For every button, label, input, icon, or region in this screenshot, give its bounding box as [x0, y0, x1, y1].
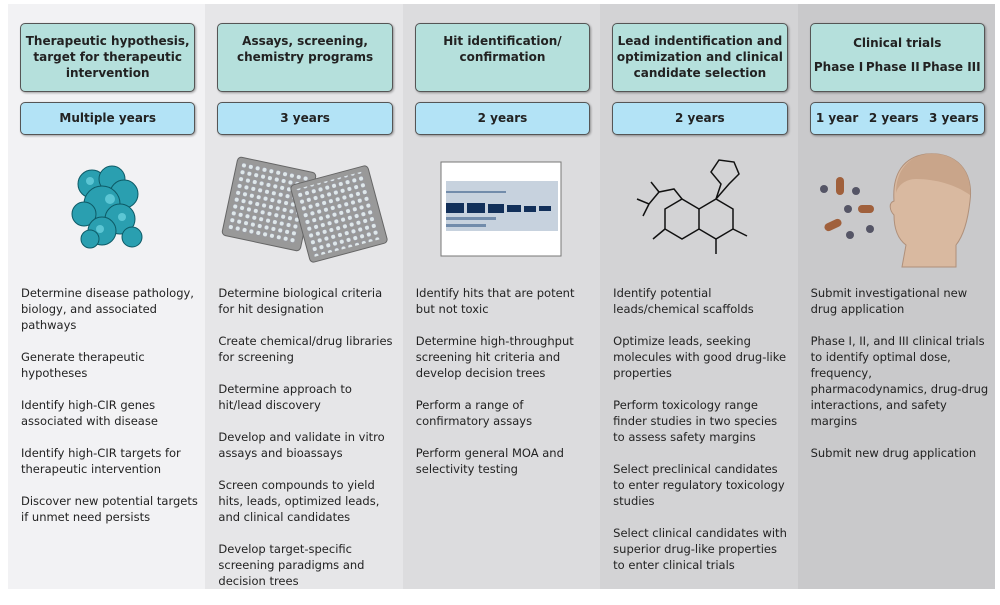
assay-plates-icon	[205, 149, 402, 269]
protein-structure-icon	[8, 149, 205, 269]
task-item: Screen compounds to yield hits, leads, o…	[218, 478, 380, 524]
task-item: Determine disease pathology, biology, an…	[21, 286, 194, 332]
drug-discovery-pipeline: Therapeutic hypothesis, target for thera…	[8, 4, 995, 589]
stage-title: Clinical trials Phase I Phase II Phase I…	[809, 23, 985, 92]
task-item: Perform general MOA and selectivity test…	[415, 446, 564, 476]
gel-electrophoresis-icon	[403, 149, 600, 269]
phase-duration: 1 year	[815, 111, 859, 125]
phase-label: Phase I	[813, 60, 864, 74]
stage-duration: 1 year 2 years 3 years	[809, 102, 985, 135]
stage-assays: Assays, screening, chemistry programs 3 …	[205, 4, 403, 589]
task-item: Discover new potential targets if unmet …	[21, 494, 198, 524]
phase-duration: 3 years	[929, 111, 979, 125]
stage-title: Hit identification/ confirmation	[414, 23, 591, 92]
stage-title: Lead indentification and optimization an…	[612, 23, 788, 92]
task-item: Submit new drug application	[810, 446, 977, 460]
task-item: Perform a range of confirmatory assays	[415, 398, 533, 428]
task-item: Phase I, II, and III clinical trials to …	[810, 334, 989, 428]
task-item: Develop target-specific screening paradi…	[218, 542, 365, 588]
task-item: Determine approach to hit/lead discovery	[218, 382, 352, 412]
task-item: Develop and validate in vitro assays and…	[218, 430, 385, 460]
stage-lead-optimization: Lead indentification and optimization an…	[600, 4, 798, 589]
task-item: Determine high-throughput screening hit …	[415, 334, 574, 380]
task-item: Create chemical/drug libraries for scree…	[218, 334, 393, 364]
phase-label: Phase II	[865, 60, 920, 74]
task-item: Select preclinical candidates to enter r…	[613, 462, 785, 508]
task-item: Generate therapeutic hypotheses	[21, 350, 145, 380]
stage-title: Therapeutic hypothesis, target for thera…	[20, 23, 196, 92]
task-item: Optimize leads, seeking molecules with g…	[613, 334, 787, 380]
task-item: Submit investigational new drug applicat…	[810, 286, 968, 316]
stage-duration: 3 years	[217, 102, 393, 135]
task-item: Identify potential leads/chemical scaffo…	[613, 286, 754, 316]
task-item: Perform toxicology range finder studies …	[613, 398, 778, 444]
task-item: Select clinical candidates with superior…	[613, 526, 787, 572]
task-item: Identify hits that are potent but not to…	[415, 286, 575, 316]
task-item: Identify high-CIR targets for therapeuti…	[21, 446, 181, 476]
stage-hit-identification: Hit identification/ confirmation 2 years…	[402, 4, 601, 589]
stage-duration: 2 years	[612, 102, 788, 135]
phase-duration: 2 years	[868, 111, 919, 125]
stage-clinical-trials: Clinical trials Phase I Phase II Phase I…	[797, 4, 995, 589]
task-item: Determine biological criteria for hit de…	[218, 286, 383, 316]
task-item: Identify high-CIR genes associated with …	[21, 398, 158, 428]
clinical-trials-title: Clinical trials	[853, 36, 942, 50]
stage-target: Therapeutic hypothesis, target for thera…	[8, 4, 206, 589]
chemical-structure-icon	[600, 149, 797, 269]
stage-duration: Multiple years	[20, 102, 196, 135]
stage-title: Assays, screening, chemistry programs	[217, 23, 393, 92]
stage-duration: 2 years	[414, 102, 591, 135]
phase-label: Phase III	[922, 60, 981, 74]
pills-and-head-icon	[798, 149, 995, 269]
